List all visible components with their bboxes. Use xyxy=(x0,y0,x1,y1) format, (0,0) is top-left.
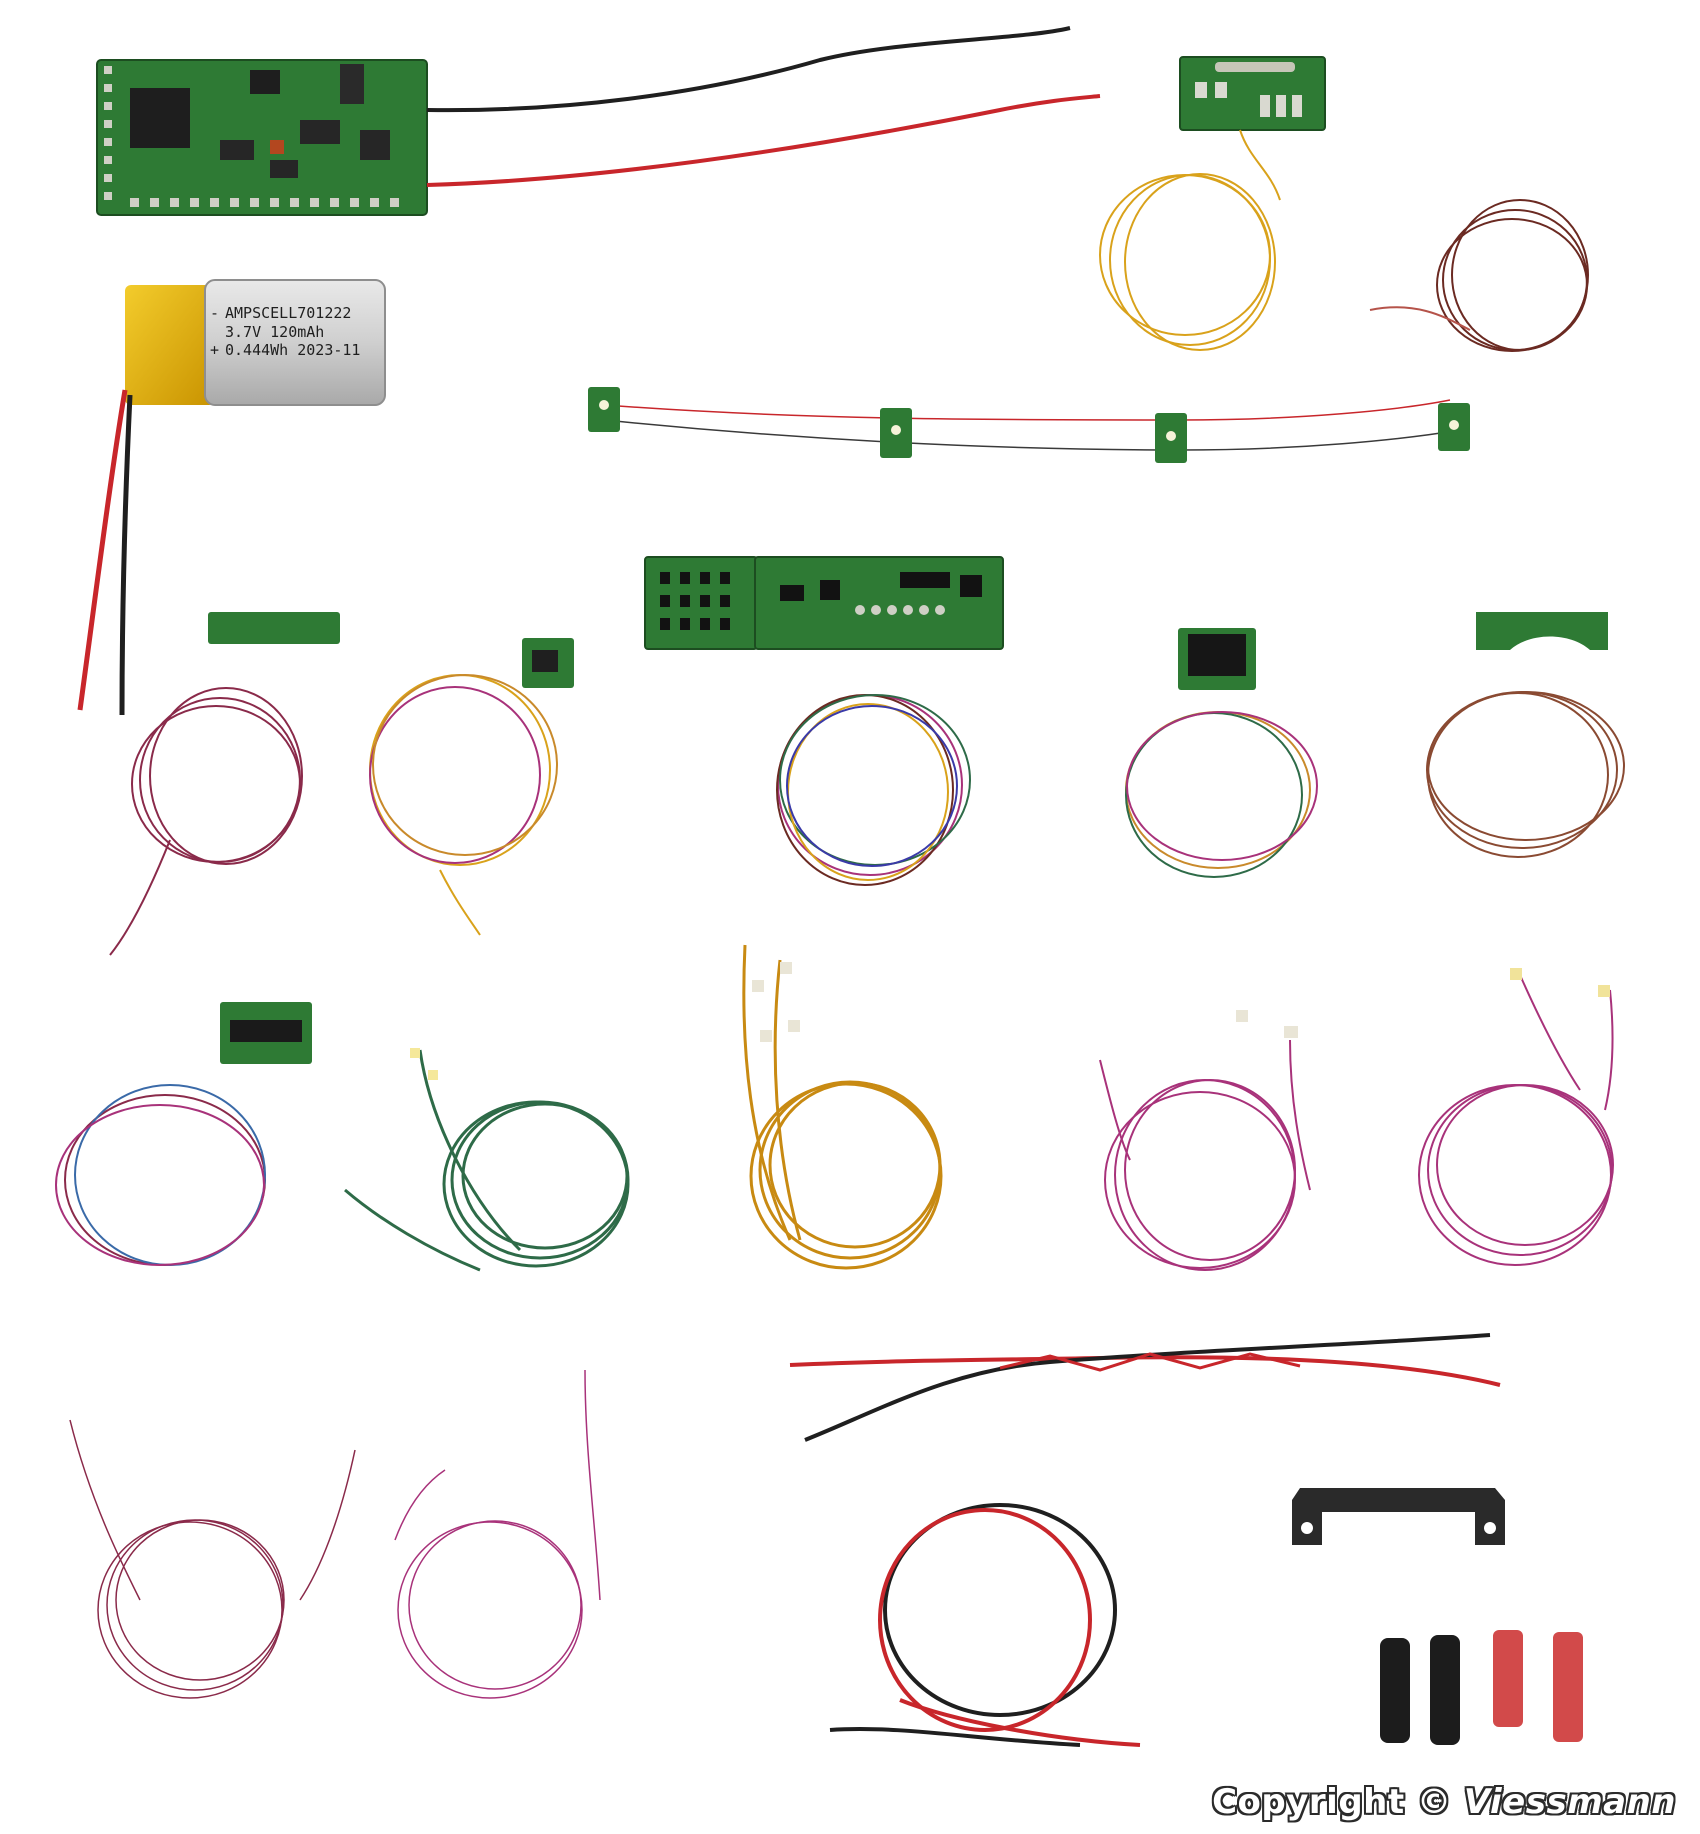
curved-board xyxy=(1476,612,1608,650)
battery-label-line3: 0.444Wh 2023-11 xyxy=(225,341,360,359)
pin-board xyxy=(220,1002,312,1064)
copyright-watermark: Copyright © Viessmann xyxy=(1212,1782,1676,1822)
small-board-1 xyxy=(208,612,340,644)
battery-label-line2: 3.7V 120mAh xyxy=(225,323,324,341)
copyright-prefix: Copyright © xyxy=(1212,1782,1452,1822)
socket-board xyxy=(1178,628,1256,690)
function-board xyxy=(644,556,1004,650)
battery-plus-sign: + xyxy=(210,341,219,359)
battery-minus-sign: - xyxy=(210,304,219,322)
decoder-board xyxy=(96,59,428,216)
lipo-battery: - AMPSCELL701222 3.7V 120mAh + 0.444Wh 2… xyxy=(125,279,386,406)
brand-logo-text: Viessmann xyxy=(1463,1782,1676,1822)
reed-sensor-board xyxy=(1179,56,1326,131)
metal-bracket xyxy=(1292,1488,1505,1545)
battery-label-line1: AMPSCELL701222 xyxy=(225,304,351,322)
heat-shrink-tubes xyxy=(1380,1630,1583,1745)
led-strip-boards xyxy=(588,387,1470,463)
